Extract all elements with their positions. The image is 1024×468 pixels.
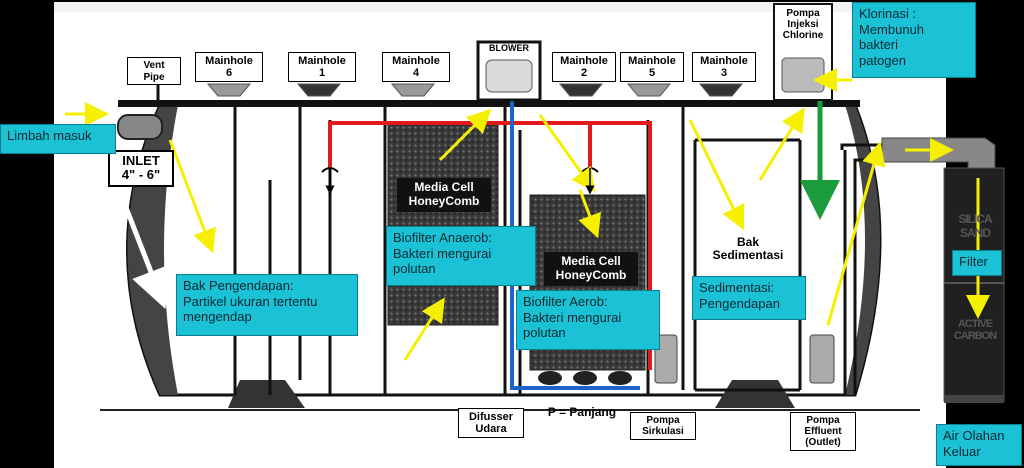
sedimentasi-callout: Sedimentasi: Pengendapan [692,276,806,320]
filter-column [943,167,1005,402]
bak-sedimentasi-label: Bak Sedimentasi [712,235,784,263]
support-left [228,380,305,408]
active-carbon-label: ACTIVE CARBON [953,318,997,342]
blower-unit [485,59,533,93]
manhole-label-3: Mainhole 3 [692,52,756,83]
diffusers [538,371,632,385]
settling-arrow [122,204,170,309]
pompa-effluent-label: Pompa Effluent (Outlet) [790,412,856,451]
media-cell-label-1: Media Cell HoneyComb [397,178,491,212]
effluent-pump [809,334,835,384]
water-pipe [510,95,640,390]
manhole-label-5: Mainhole 5 [620,52,684,83]
chlorine-pump-unit [781,57,825,93]
difusser-label: Difusser Udara [458,408,524,439]
pompa-sirkulasi-label: Pompa Sirkulasi [630,412,696,440]
air-olahan-callout: Air Olahan Keluar [936,424,1022,466]
manhole-label-1: Mainhole 1 [288,52,356,83]
filter-callout: Filter [952,250,1002,276]
chlorine-pump-label: Pompa Injeksi Chlorine [782,8,824,41]
bak-pengendapan-callout: Bak Pengendapan: Partikel ukuran tertent… [176,274,358,336]
manhole-label-6: Mainhole 6 [195,52,263,83]
media-cell-label-2: Media Cell HoneyComb [544,252,638,286]
filter-outlet [944,395,1004,403]
manhole-label-2: Mainhole 2 [552,52,616,83]
klorinasi-callout: Klorinasi : Membunuh bakteri patogen [852,2,976,78]
limbah-masuk-callout: Limbah masuk [0,124,116,154]
flow-arrows [65,68,990,361]
top-band [54,2,946,12]
manhole-lids [206,83,744,97]
biofilter-aerob-callout: Biofilter Aerob: Bakteri mengurai poluta… [516,290,660,350]
top-pipe [118,100,860,107]
biofilter-anaerob-callout: Biofilter Anaerob: Bakteri mengurai polu… [386,226,536,286]
circulation-pump [654,334,678,384]
blower-label: BLOWER [489,43,529,53]
vent-pipe-label: Vent Pipe [127,57,181,85]
support-right [715,380,795,408]
inlet-label: INLET 4" - 6" [108,150,174,187]
silica-sand-label: SILICA SAND [958,212,992,240]
manhole-label-4: Mainhole 4 [382,52,450,83]
panjang-label: P = Panjang [547,405,617,419]
inlet-pipe [117,114,163,140]
